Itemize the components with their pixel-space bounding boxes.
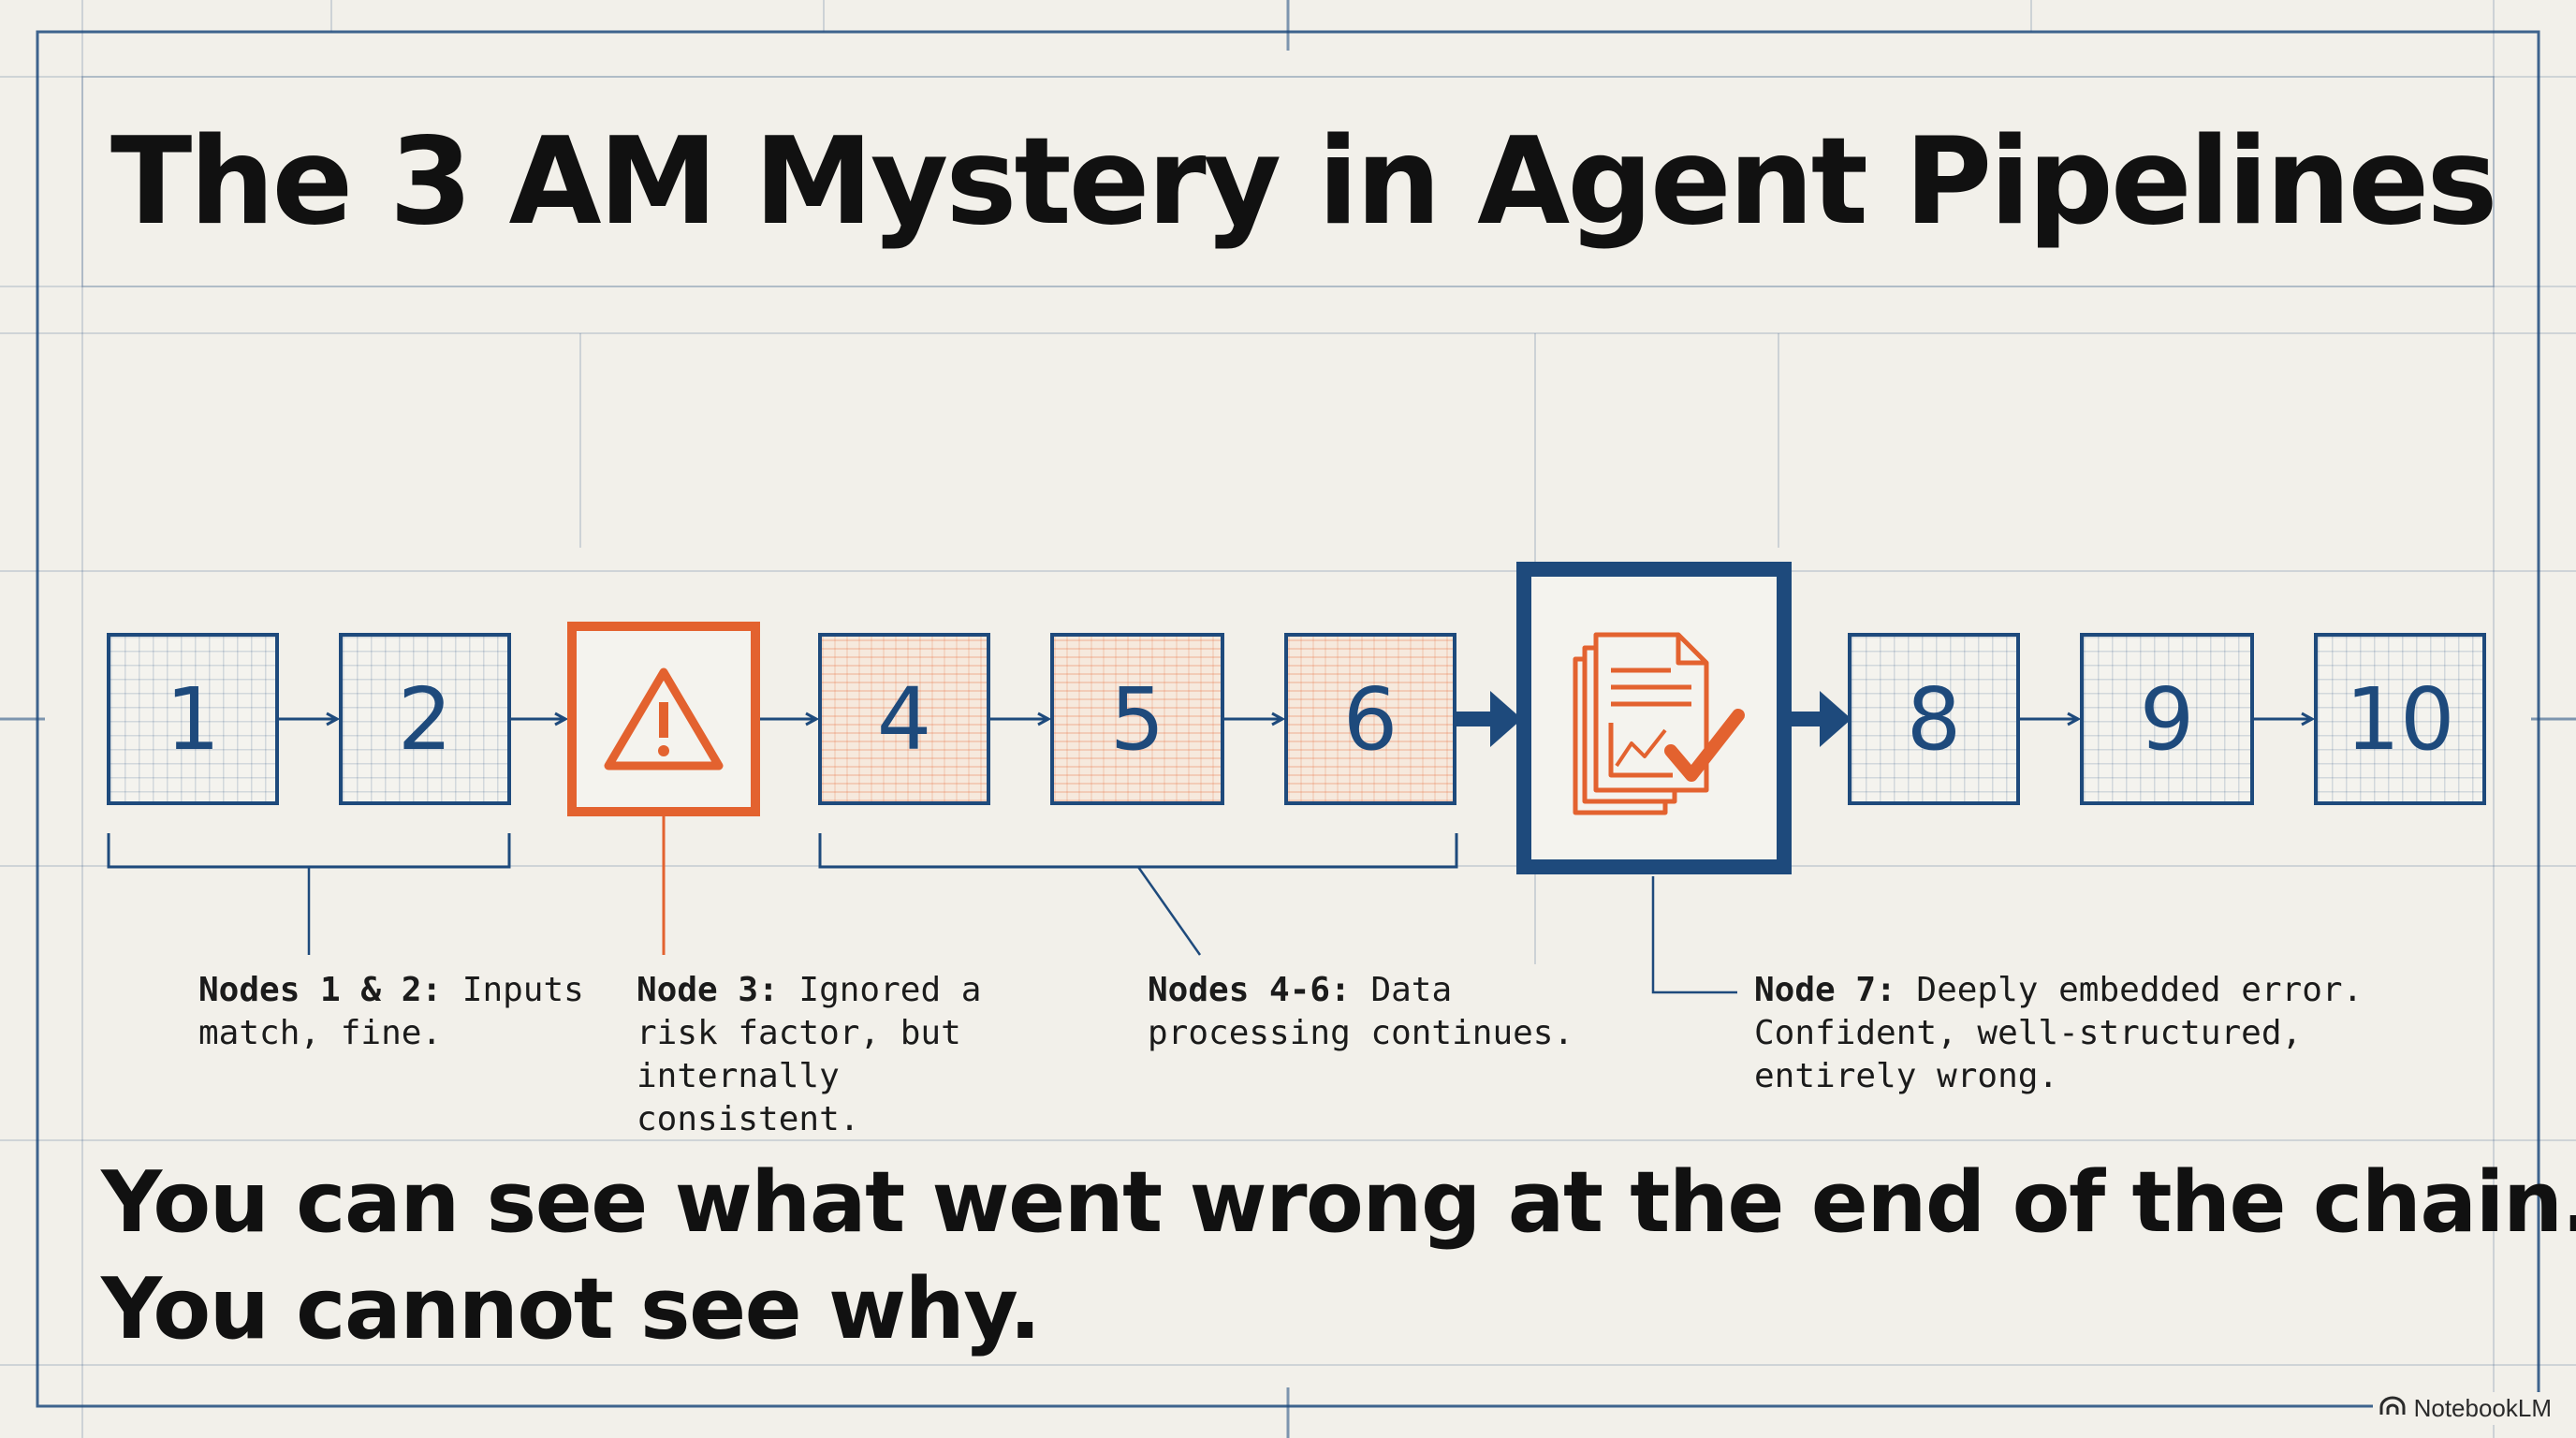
thick-arrow-7-8-head bbox=[1820, 691, 1852, 747]
report-checkmark-icon bbox=[1560, 620, 1748, 816]
pipeline-node-7 bbox=[1516, 562, 1792, 874]
caption-heading: Node 7: bbox=[1754, 971, 1896, 1009]
pipeline-node-3 bbox=[567, 622, 760, 816]
caption-text: Ignored a risk factor, but internally co… bbox=[637, 971, 982, 1138]
notebooklm-logo-icon bbox=[2378, 1394, 2407, 1423]
pipeline-node-6: 6 bbox=[1284, 633, 1456, 805]
watermark-text: NotebookLM bbox=[2413, 1394, 2552, 1422]
caption-text: Inputs match, fine. bbox=[198, 971, 584, 1052]
caption-node-7: Node 7: Deeply embedded error. Confident… bbox=[1754, 969, 2391, 1098]
node-label-6: 6 bbox=[1342, 668, 1398, 770]
node-label-2: 2 bbox=[397, 668, 453, 770]
pipeline-node-4: 4 bbox=[818, 633, 990, 805]
node-label-5: 5 bbox=[1109, 668, 1165, 770]
leader-nodes-4-6 bbox=[1136, 866, 1202, 956]
notebooklm-watermark: NotebookLM bbox=[2372, 1392, 2557, 1425]
caption-text: Data processing continues. bbox=[1148, 971, 1574, 1052]
leader-node-7 bbox=[1651, 876, 1737, 994]
pipeline-node-2: 2 bbox=[339, 633, 511, 805]
node-label-4: 4 bbox=[876, 668, 932, 770]
caption-text: Deeply embedded error. Confident, well-s… bbox=[1754, 971, 2364, 1095]
caption-nodes-1-2: Nodes 1 & 2: Inputs match, fine. bbox=[198, 969, 592, 1055]
thick-arrow-6-7-head bbox=[1490, 691, 1522, 747]
pipeline-node-1: 1 bbox=[107, 633, 279, 805]
caption-heading: Node 3: bbox=[637, 971, 779, 1009]
node-label-9: 9 bbox=[2139, 668, 2195, 770]
conclusion-line-1: You can see what went wrong at the end o… bbox=[101, 1153, 2576, 1252]
page-title: The 3 AM Mystery in Agent Pipelines bbox=[110, 112, 2497, 252]
pipeline-node-8: 8 bbox=[1848, 633, 2020, 805]
pipeline-node-5: 5 bbox=[1050, 633, 1224, 805]
pipeline-node-9: 9 bbox=[2080, 633, 2254, 805]
node-label-10: 10 bbox=[2345, 668, 2455, 770]
caption-heading: Nodes 4-6: bbox=[1148, 971, 1351, 1009]
caption-heading: Nodes 1 & 2: bbox=[198, 971, 443, 1009]
bracket-nodes-4-6 bbox=[818, 833, 1458, 869]
warning-triangle-icon bbox=[603, 667, 724, 771]
bracket-nodes-1-2 bbox=[107, 833, 511, 869]
pipeline-node-10: 10 bbox=[2314, 633, 2486, 805]
caption-nodes-4-6: Nodes 4-6: Data processing continues. bbox=[1148, 969, 1634, 1055]
node-label-8: 8 bbox=[1906, 668, 1962, 770]
conclusion-line-2: You cannot see why. bbox=[101, 1260, 1041, 1358]
node-label-1: 1 bbox=[165, 668, 221, 770]
caption-node-3: Node 3: Ignored a risk factor, but inter… bbox=[637, 969, 1076, 1141]
thick-arrow-6-7-shaft bbox=[1456, 712, 1498, 726]
